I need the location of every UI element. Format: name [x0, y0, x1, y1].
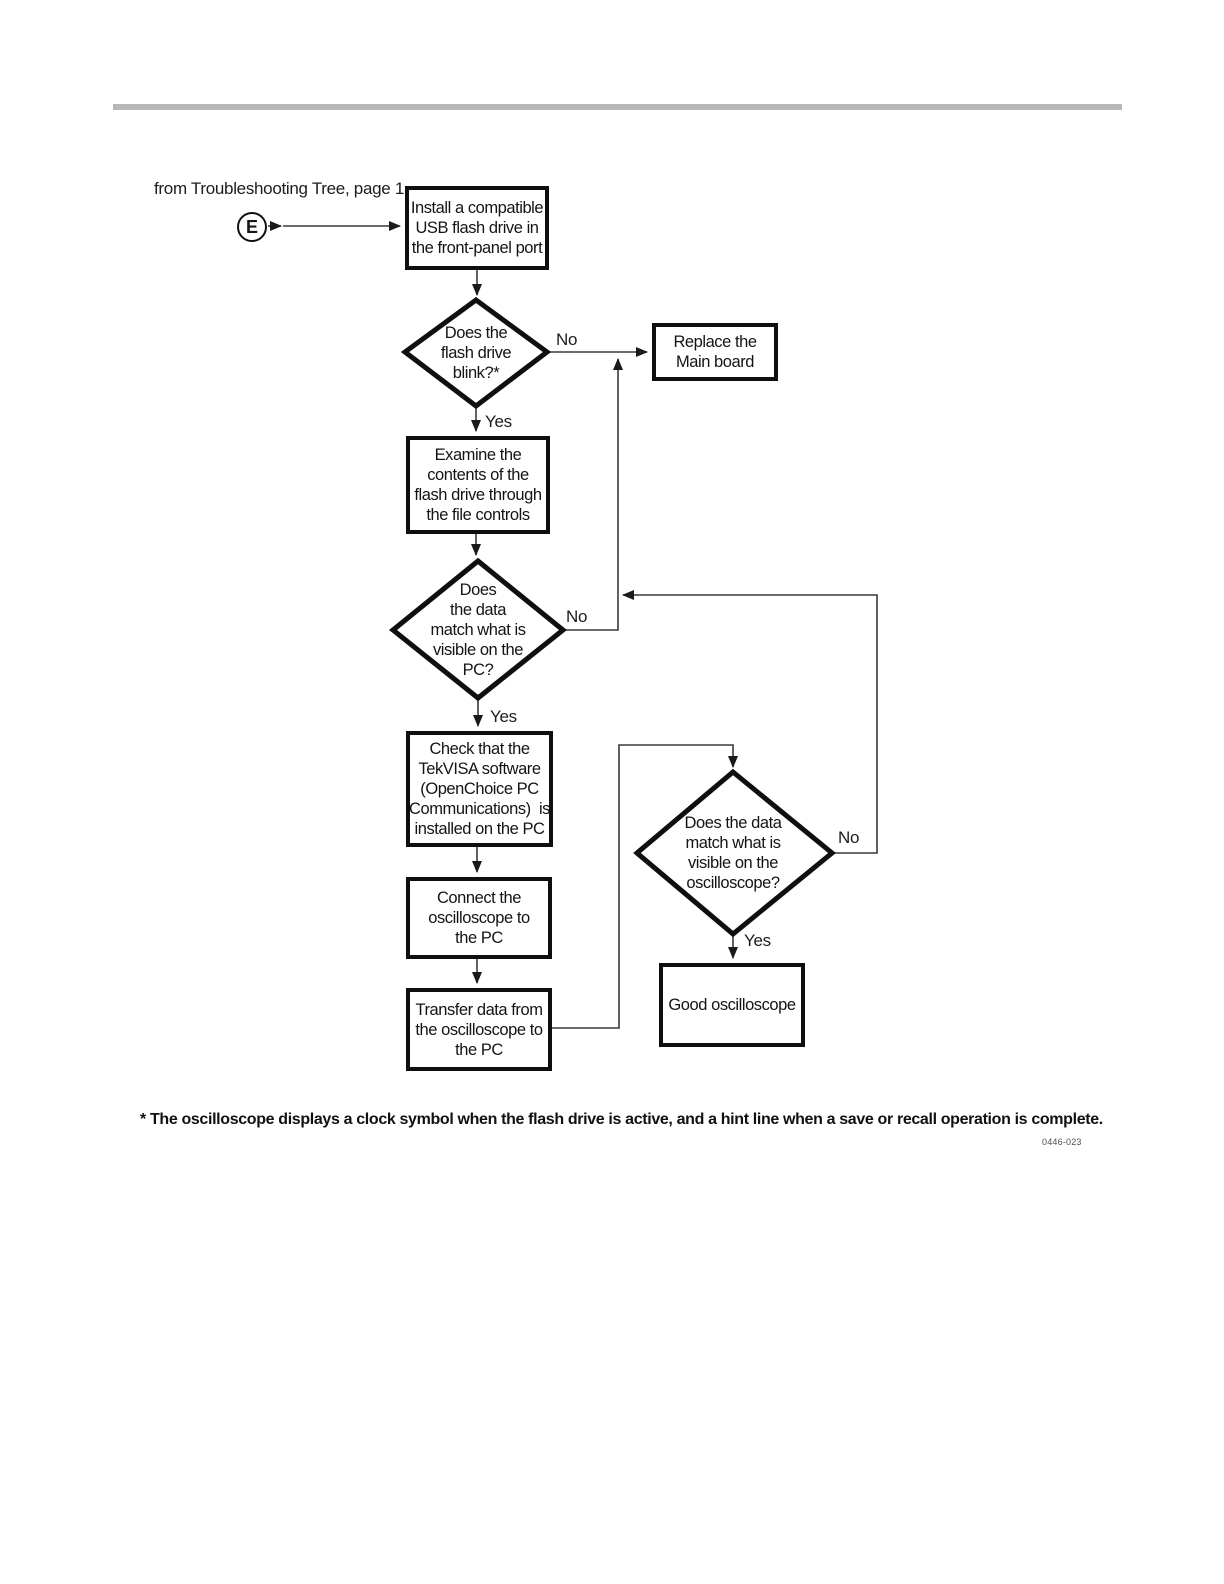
decision-flash-drive-blink-text: Does the flash drive blink?* — [440, 324, 512, 382]
edge-pc-no-up-to-replace — [563, 358, 623, 631]
process-install-usb-drive: Install a compatible USB flash drive in … — [405, 186, 549, 270]
label-scope-yes: Yes — [744, 931, 771, 950]
label-scope-no: No — [838, 828, 860, 847]
terminal-good-oscilloscope-text: Good oscilloscope — [668, 996, 796, 1014]
process-examine-contents: Examine the contents of the flash drive … — [406, 436, 550, 534]
from-note: from Troubleshooting Tree, page 1 — [154, 179, 404, 198]
edge-scope-no-feedback — [622, 590, 878, 854]
process-replace-main-board: Replace the Main board — [652, 323, 778, 381]
terminal-good-oscilloscope: Good oscilloscope — [659, 963, 805, 1047]
label-blink-no: No — [556, 330, 578, 349]
process-examine-contents-text: Examine the contents of the flash drive … — [414, 446, 542, 524]
entry-connector-label: E — [245, 216, 258, 237]
process-connect-oscilloscope-text: Connect the oscilloscope to the PC — [428, 889, 530, 947]
decision-data-match-oscilloscope-text: Does the data match what is visible on t… — [684, 814, 782, 892]
decision-data-match-oscilloscope — [633, 768, 836, 938]
process-check-tekvisa-text: Check that the TekVISA software (OpenCho… — [409, 740, 550, 838]
process-replace-main-board-text: Replace the Main board — [673, 333, 757, 371]
process-connect-oscilloscope: Connect the oscilloscope to the PC — [406, 877, 552, 959]
decision-data-match-pc — [389, 557, 567, 702]
figure-code: 0446-023 — [1042, 1137, 1082, 1147]
process-check-tekvisa: Check that the TekVISA software (OpenCho… — [406, 731, 553, 847]
process-transfer-data-text: Transfer data from the oscilloscope to t… — [415, 1000, 543, 1059]
label-pc-yes: Yes — [490, 707, 517, 726]
label-pc-no: No — [566, 607, 588, 626]
footnote: * The oscilloscope displays a clock symb… — [140, 1111, 1103, 1128]
header-rule — [113, 104, 1122, 110]
process-install-usb-drive-text: Install a compatible USB flash drive in … — [410, 199, 544, 257]
decision-flash-drive-blink — [400, 296, 552, 410]
decision-data-match-pc-text: Does the data match what is visible on t… — [430, 581, 526, 679]
label-blink-yes: Yes — [485, 412, 512, 431]
edge-transfer-to-scope — [552, 744, 738, 1029]
entry-connector-e: E — [237, 212, 267, 242]
process-transfer-data: Transfer data from the oscilloscope to t… — [406, 988, 552, 1071]
